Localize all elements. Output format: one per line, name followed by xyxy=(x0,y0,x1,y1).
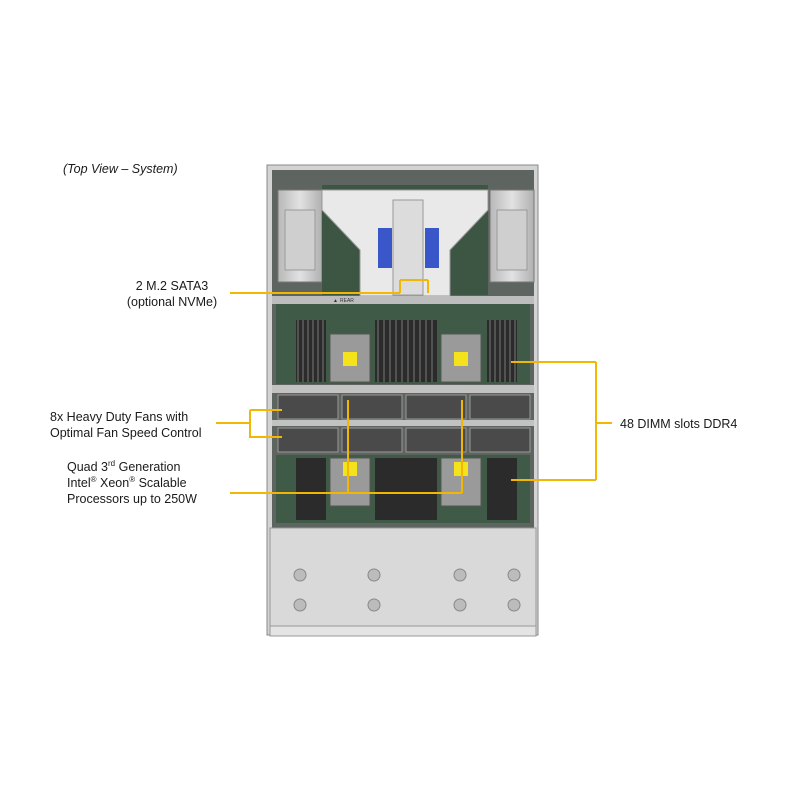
fans-line1: 8x Heavy Duty Fans with xyxy=(50,410,189,424)
rear-bar xyxy=(272,296,534,304)
m2-callout-label: 2 M.2 SATA3 (optional NVMe) xyxy=(116,278,228,310)
m2-line2: (optional NVMe) xyxy=(126,295,218,309)
fans-line2: Optimal Fan Speed Control xyxy=(50,426,202,440)
fans-callout-label: 8x Heavy Duty Fans with Optimal Fan Spee… xyxy=(50,409,201,441)
cpu-heatsink-3 xyxy=(343,462,357,476)
rear-text: REAR xyxy=(340,298,354,304)
cpu-line1: Quad 3rd Generation xyxy=(67,458,181,474)
view-title: (Top View – System) xyxy=(63,162,178,176)
cpu-line2: Intel® Xeon® Scalable xyxy=(67,474,187,490)
callout-lines xyxy=(216,279,612,494)
cpu-callout-label: Quad 3rd Generation Intel® Xeon® Scalabl… xyxy=(67,459,197,507)
front-bay xyxy=(269,527,537,629)
fan-row-1 xyxy=(277,394,531,420)
dimm-callout-label: 48 DIMM slots DDR4 xyxy=(620,417,738,431)
riser-blue-left xyxy=(378,228,392,268)
fan-row-2 xyxy=(277,427,531,453)
cpu-heatsink-2 xyxy=(454,352,468,366)
cpu-heatsink-1 xyxy=(343,352,357,366)
cpu-line3: Processors up to 250W xyxy=(67,492,197,506)
rear-label: ▲ xyxy=(333,298,338,304)
riser-blue-right xyxy=(425,228,439,268)
fan-bar-top xyxy=(272,385,534,393)
m2-line1: 2 M.2 SATA3 xyxy=(135,279,209,293)
